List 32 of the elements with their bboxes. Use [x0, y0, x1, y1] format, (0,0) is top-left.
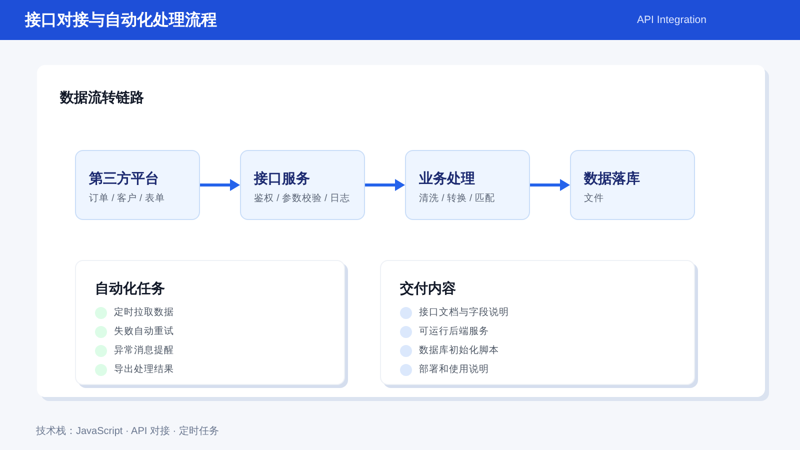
list-item: 异常消息提醒: [114, 344, 174, 357]
content-card: [37, 65, 765, 397]
arrow: [200, 179, 240, 191]
step-title: 数据落库: [584, 169, 640, 188]
header-tag: API Integration: [637, 14, 706, 27]
delivery-card: [380, 260, 695, 385]
step-subtitle: 文件: [584, 192, 604, 205]
step-title: 业务处理: [419, 169, 475, 188]
card-heading: 交付内容: [400, 279, 456, 298]
step-subtitle: 鉴权 / 参数校验 / 日志: [254, 192, 350, 205]
step-title: 接口服务: [254, 169, 310, 188]
list-item: 接口文档与字段说明: [419, 306, 509, 319]
list-item: 导出处理结果: [114, 363, 174, 376]
section-heading: 数据流转链路: [60, 88, 144, 107]
step-box: [75, 150, 200, 220]
list-item: 失败自动重试: [114, 325, 174, 338]
step-subtitle: 清洗 / 转换 / 匹配: [419, 192, 495, 205]
list-item: 数据库初始化脚本: [419, 344, 499, 357]
step-box: [405, 150, 530, 220]
list-item: 定时拉取数据: [114, 306, 174, 319]
arrow: [365, 179, 405, 191]
step-box: [240, 150, 365, 220]
step-subtitle: 订单 / 客户 / 表单: [89, 192, 165, 205]
arrow: [530, 179, 570, 191]
step-box: [570, 150, 695, 220]
page-title: 接口对接与自动化处理流程: [25, 11, 217, 31]
task-card: [75, 260, 345, 385]
card-heading: 自动化任务: [95, 279, 165, 298]
list-item: 部署和使用说明: [419, 363, 489, 376]
step-title: 第三方平台: [89, 169, 159, 188]
footer-note: 技术栈：JavaScript · API 对接 · 定时任务: [36, 425, 219, 439]
list-item: 可运行后端服务: [419, 325, 489, 338]
